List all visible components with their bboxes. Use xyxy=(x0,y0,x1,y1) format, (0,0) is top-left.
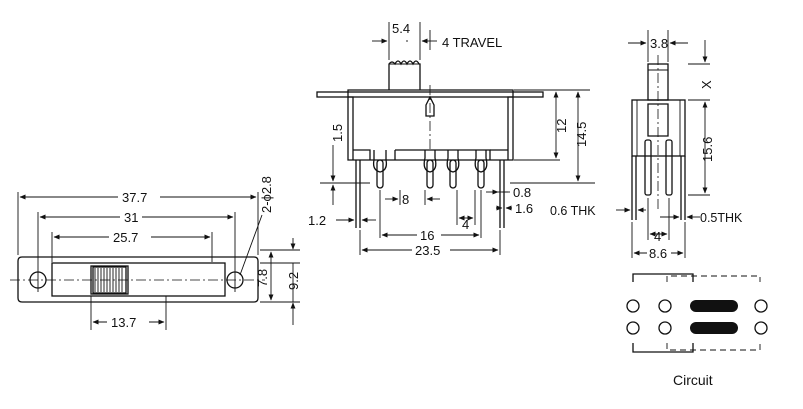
dim-height-14-5: 14.5 xyxy=(574,122,589,147)
contact-4 xyxy=(626,321,640,335)
contact-2 xyxy=(658,299,672,313)
contact-5 xyxy=(658,321,672,335)
dim-pin-1-6: 1.6 xyxy=(515,201,533,216)
bridge-top xyxy=(690,300,738,312)
dim-hole-dia: 2-ϕ2.8 xyxy=(259,176,274,213)
dim-pin-offset: 1.5 xyxy=(330,124,345,142)
actuator xyxy=(388,60,421,90)
contact-6 xyxy=(754,321,768,335)
dim-side-pitch-4: 4 xyxy=(654,229,661,244)
circuit-diagram: Circuit xyxy=(626,273,768,388)
dim-body-height: 7.8 xyxy=(255,269,270,287)
dim-x: X xyxy=(699,80,714,89)
mount-plate-outline xyxy=(17,256,259,303)
front-view: 5.4 4 TRAVEL 1.5 12 14.5 8 0.8 4 1.6 1.2… xyxy=(308,21,595,258)
dim-height-12: 12 xyxy=(554,119,569,133)
terminals xyxy=(355,150,505,228)
dim-thk-0-6: 0.6 THK xyxy=(550,204,596,218)
body-outline xyxy=(51,262,226,297)
dim-pin-width: 0.8 xyxy=(513,185,531,200)
top-view: 37.7 31 25.7 13.7 2-ϕ2.8 7.8 9.2 xyxy=(10,176,301,330)
dim-span-16: 16 xyxy=(420,228,434,243)
side-housing xyxy=(631,99,686,157)
dim-pitch-8: 8 xyxy=(402,192,409,207)
dim-pin-1-2: 1.2 xyxy=(308,213,326,228)
housing xyxy=(347,89,514,161)
bridge-bottom xyxy=(690,322,738,334)
contact-1 xyxy=(626,299,640,313)
dim-inner-width: 25.7 xyxy=(113,230,138,245)
contact-3 xyxy=(754,299,768,313)
dim-pitch-4: 4 xyxy=(462,217,469,232)
dim-overall-length: 37.7 xyxy=(122,190,147,205)
side-view: 3.8 X 15.6 0.6 THK 0.5THK 4 8.6 xyxy=(550,30,743,261)
dim-width-23-5: 23.5 xyxy=(415,243,440,258)
slider-actuator xyxy=(90,265,129,295)
dim-hole-spacing: 31 xyxy=(124,210,138,225)
dim-overall-height: 9.2 xyxy=(286,272,301,290)
circuit-label: Circuit xyxy=(673,372,713,388)
dim-slot-width: 13.7 xyxy=(111,315,136,330)
dim-actuator-thk: 3.8 xyxy=(650,36,668,51)
dim-width-8-6: 8.6 xyxy=(649,246,667,261)
dim-height-15-6: 15.6 xyxy=(700,137,715,162)
dim-actuator-width: 5.4 xyxy=(392,21,410,36)
dim-thk-0-5: 0.5THK xyxy=(700,211,743,225)
dim-travel: 4 TRAVEL xyxy=(442,35,502,50)
